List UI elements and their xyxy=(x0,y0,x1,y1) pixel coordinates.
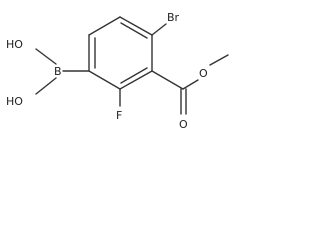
bond-b-oh-upper xyxy=(35,48,57,65)
ring-bond-c4-c5 xyxy=(88,70,121,90)
atom-fluorine: F xyxy=(116,109,122,122)
ring-double-bond-c3-c4 xyxy=(120,67,148,84)
bond-c3-carbonyl xyxy=(151,70,184,90)
ring-bond-c6-c1 xyxy=(88,16,121,36)
ring-bond-c3-c4 xyxy=(119,70,153,90)
bond-c2-br xyxy=(151,23,167,36)
bond-b-oh-lower xyxy=(35,77,57,95)
atom-bromine: Br xyxy=(167,11,180,24)
ring-double-bond-c1-c2 xyxy=(120,22,148,39)
atom-boron: B xyxy=(54,65,62,78)
atom-carbonyl-oxygen: O xyxy=(179,118,188,131)
atom-ester-oxygen: O xyxy=(199,67,208,80)
atom-hydroxyl-lower: HO xyxy=(6,95,23,108)
structure-canvas: Br O O F B HO HO xyxy=(6,11,229,131)
atom-hydroxyl-upper: HO xyxy=(6,38,23,51)
bond-carbonyl-c-o-single xyxy=(182,79,199,90)
benzene-ring xyxy=(88,16,153,90)
bond-o-methyl xyxy=(209,54,229,66)
ring-bond-c1-c2 xyxy=(119,16,153,36)
